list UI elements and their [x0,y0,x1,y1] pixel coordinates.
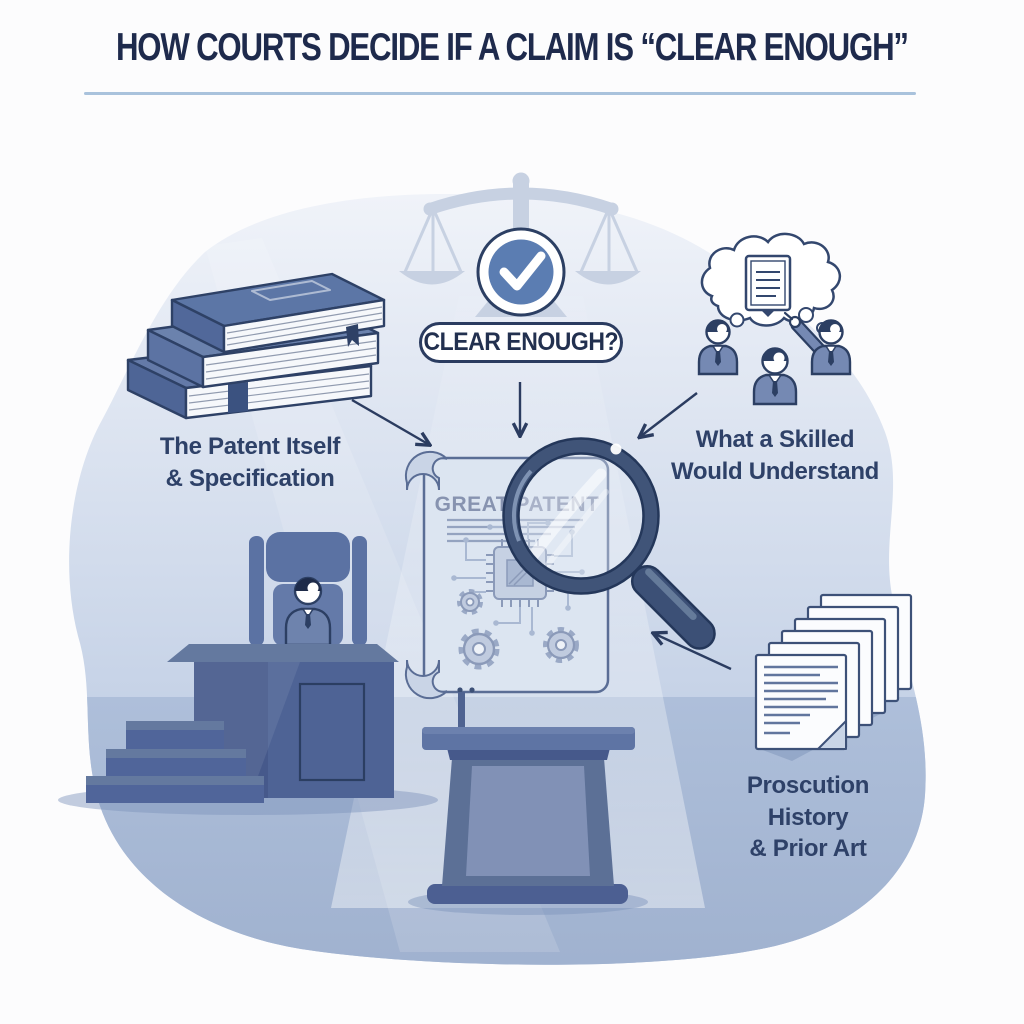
law-books-icon [126,272,386,420]
arrow-documents-to-magnifier [655,634,732,671]
title-underline [84,92,916,95]
clear-enough-badge-label: CLEAR ENOUGH? [423,328,619,356]
documents-stack-icon [754,593,913,761]
label-skilled-person: What a Skilled Would Understand [670,426,880,485]
magnifier-icon [502,437,716,650]
arrow-books-to-scroll [351,398,428,444]
document-in-bubble-icon [744,254,792,317]
clear-enough-badge: CLEAR ENOUGH? [419,322,623,363]
page-title-text: HOW COURTS DECIDE IF A CLAIM IS “CLEAR E… [116,26,909,69]
checkmark-badge-icon [476,227,566,317]
label-patent-itself: The Patent Itself & Specification [159,433,341,492]
podium-icon [408,692,648,915]
bench-steps [86,721,264,803]
judge-bench-icon [58,532,438,815]
page-title: HOW COURTS DECIDE IF A CLAIM IS “CLEAR E… [0,26,1024,70]
judge-figure [284,576,332,647]
connector-arrows [351,382,732,671]
arrow-people-to-scroll [641,392,698,436]
label-prosecution-history: Proscution History & Prior Art [746,772,870,863]
gear-icon [457,589,579,670]
skilled-people-icon [697,311,852,406]
